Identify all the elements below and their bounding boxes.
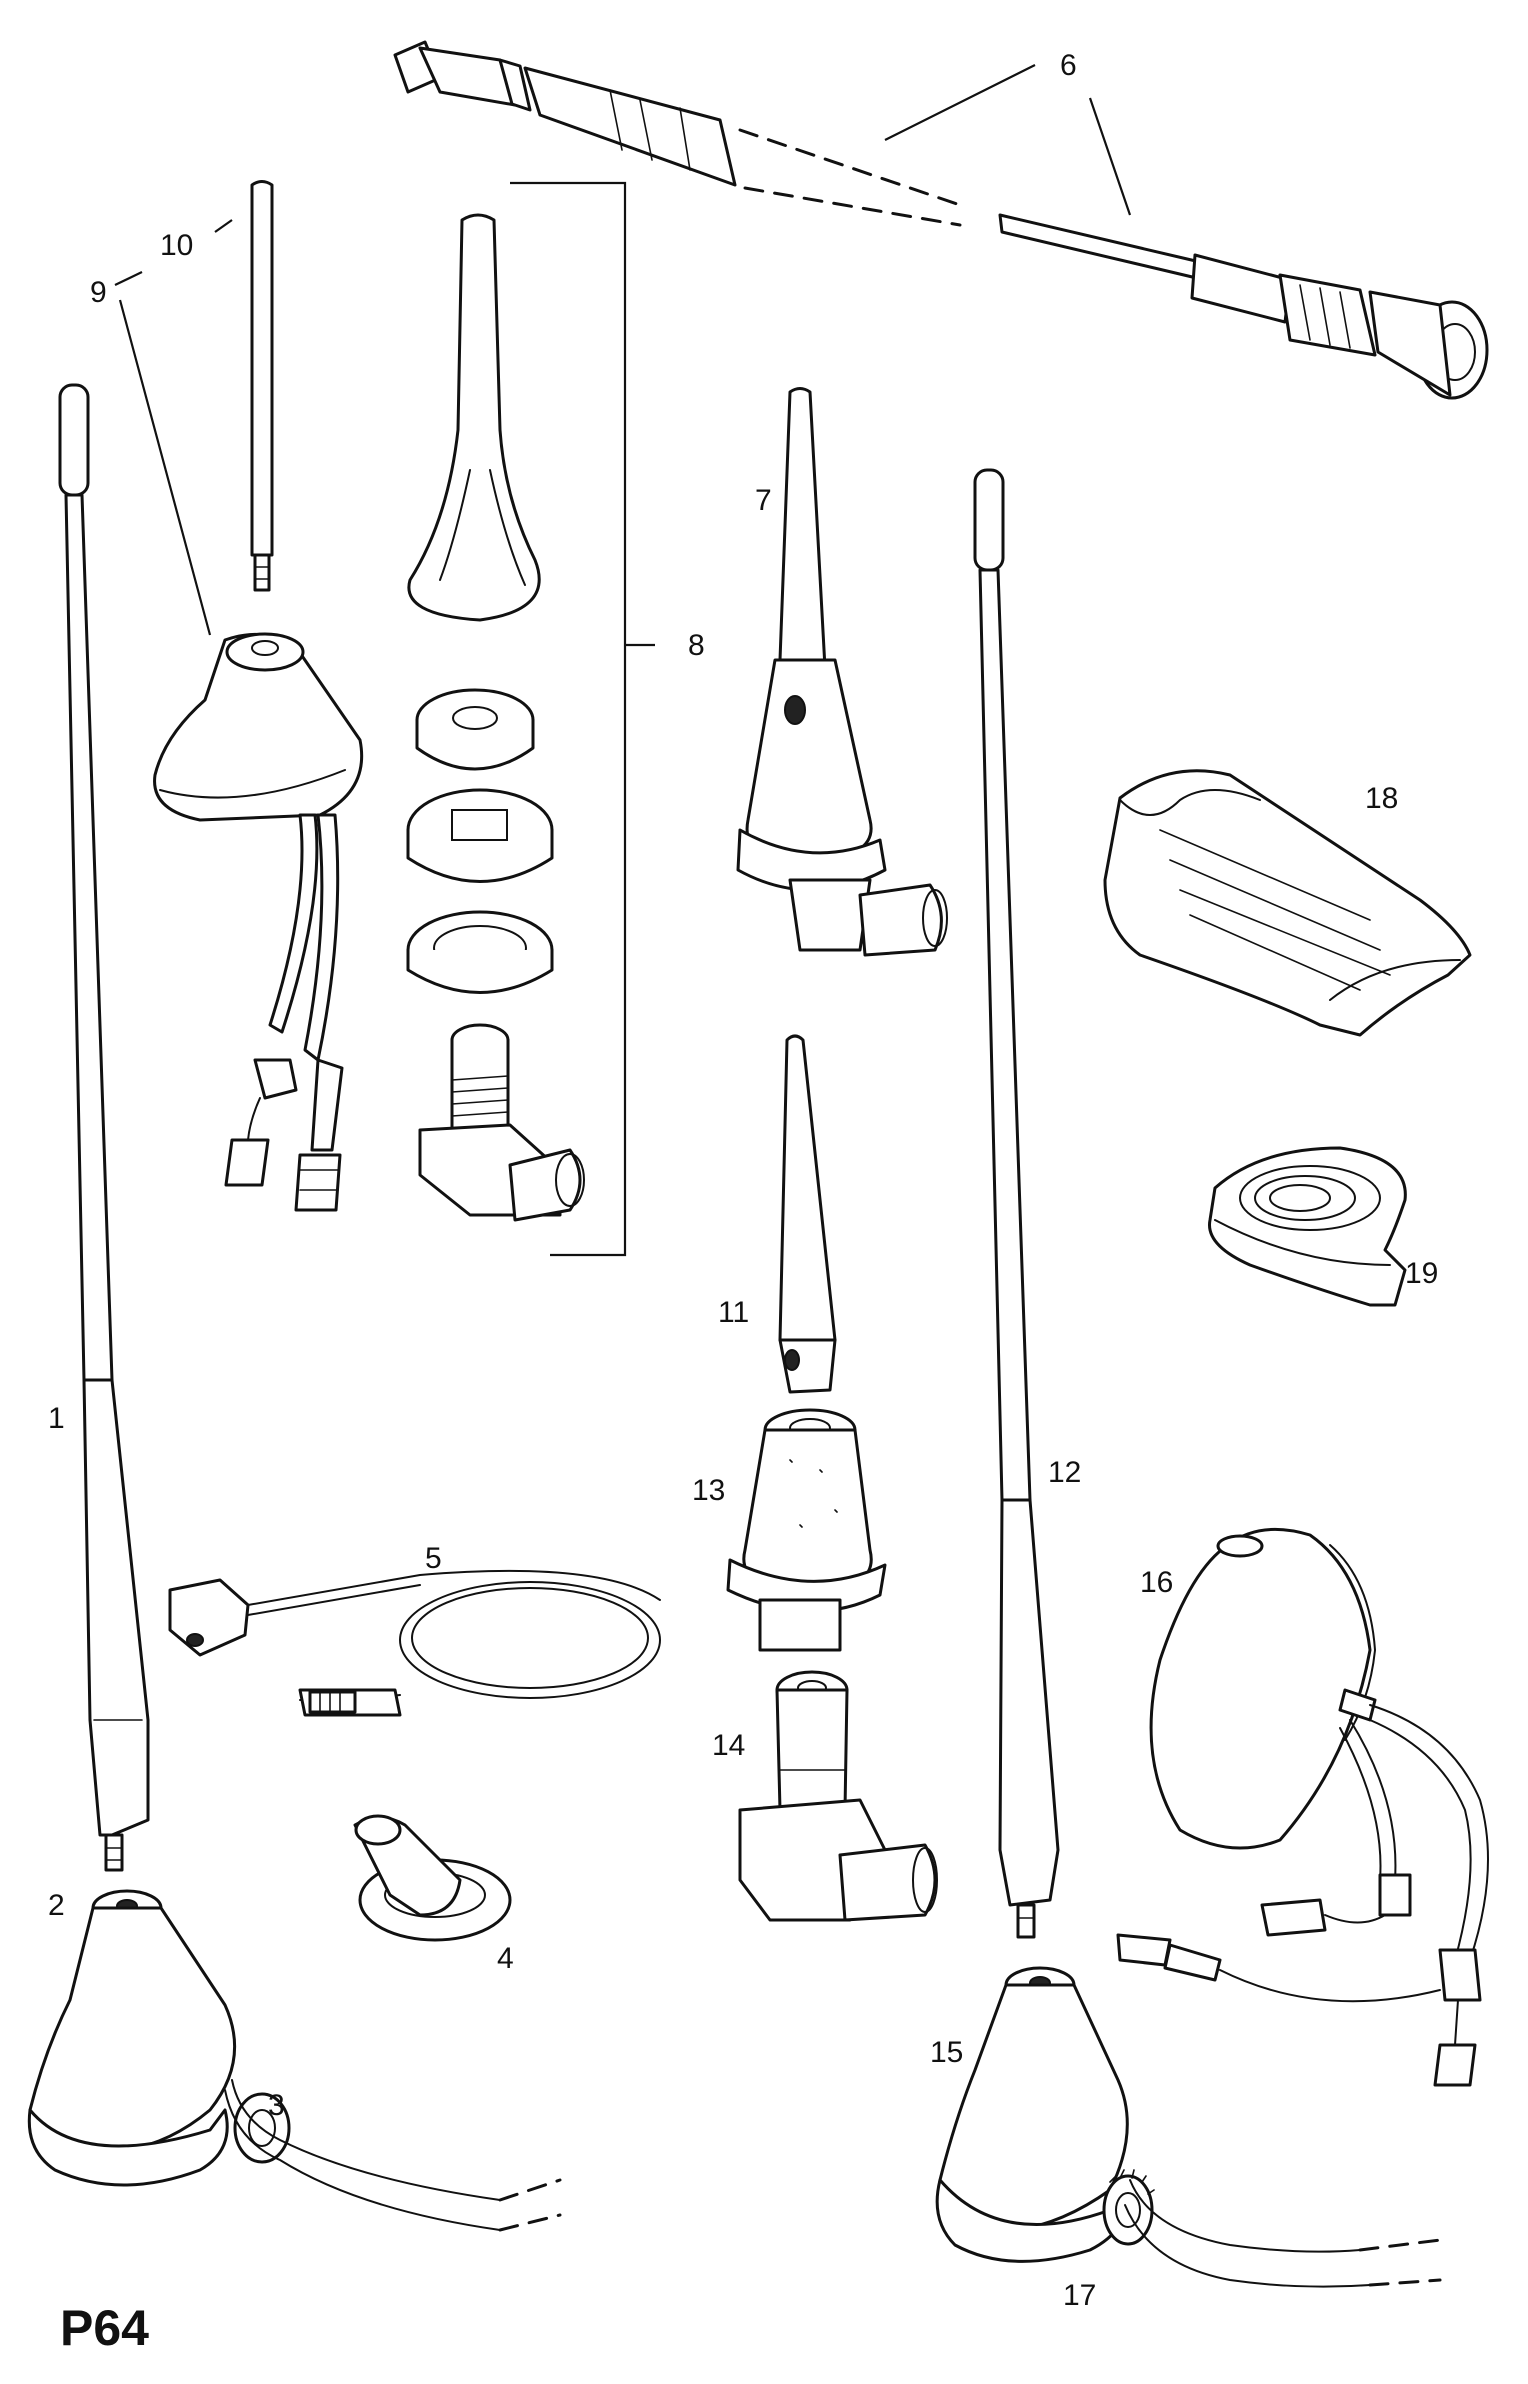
callout-1: 1: [48, 1402, 65, 1435]
callout-16: 16: [1140, 1566, 1173, 1599]
callout-18: 18: [1365, 782, 1398, 815]
callout-labels: 1 2 3 4 5 6 7 8 9 10 11 12 13 14 15 16 1…: [48, 49, 1438, 2312]
part-13-conical-base: [726, 1408, 887, 1652]
callout-13: 13: [692, 1474, 725, 1507]
part-18-cover: [1103, 769, 1472, 1037]
part-6-antenna-cable: [393, 40, 1489, 400]
part-3-cable-grommet: [224, 2079, 562, 2232]
callout-2: 2: [48, 1889, 65, 1922]
callout-4: 4: [497, 1942, 514, 1975]
part-9-roof-base: [153, 632, 364, 1212]
part-8-mount-kit: [406, 213, 585, 1222]
part-11-short-stub: [778, 1034, 837, 1394]
part-5-coax-lead: [168, 1569, 661, 1717]
callout-12: 12: [1048, 1456, 1081, 1489]
callout-11: 11: [718, 1296, 749, 1329]
callout-10: 10: [160, 229, 193, 262]
part-15-roof-base: [935, 1966, 1132, 2263]
callout-6: 6: [1060, 49, 1077, 82]
callout-19: 19: [1405, 1257, 1438, 1290]
part-4-grommet: [353, 1814, 512, 1942]
part-2-roof-base: [27, 1889, 237, 2187]
plate-id: P64: [60, 2300, 149, 2356]
part-12-whip-rod: [973, 468, 1060, 1939]
part-14-right-angle-connector: [738, 1670, 938, 1922]
part-17-cable-grommet: [1102, 2169, 1442, 2288]
part-8-bracket: [510, 181, 627, 1257]
part-10-short-rod: [250, 180, 274, 592]
part-16-shark-fin: [1116, 1527, 1489, 2087]
callout-15: 15: [930, 2036, 963, 2069]
callout-17: 17: [1063, 2279, 1096, 2312]
callout-7: 7: [755, 484, 772, 517]
callout-5: 5: [425, 1542, 442, 1575]
part-19-tape-roll: [1208, 1146, 1407, 1307]
leader-lines: [114, 64, 1132, 647]
callout-8: 8: [688, 629, 705, 662]
part-1-whip-rod: [58, 383, 150, 1872]
callout-3: 3: [268, 2089, 285, 2122]
part-7-stubby-antenna: [736, 387, 948, 957]
callout-14: 14: [712, 1729, 745, 1762]
callout-9: 9: [90, 276, 107, 309]
